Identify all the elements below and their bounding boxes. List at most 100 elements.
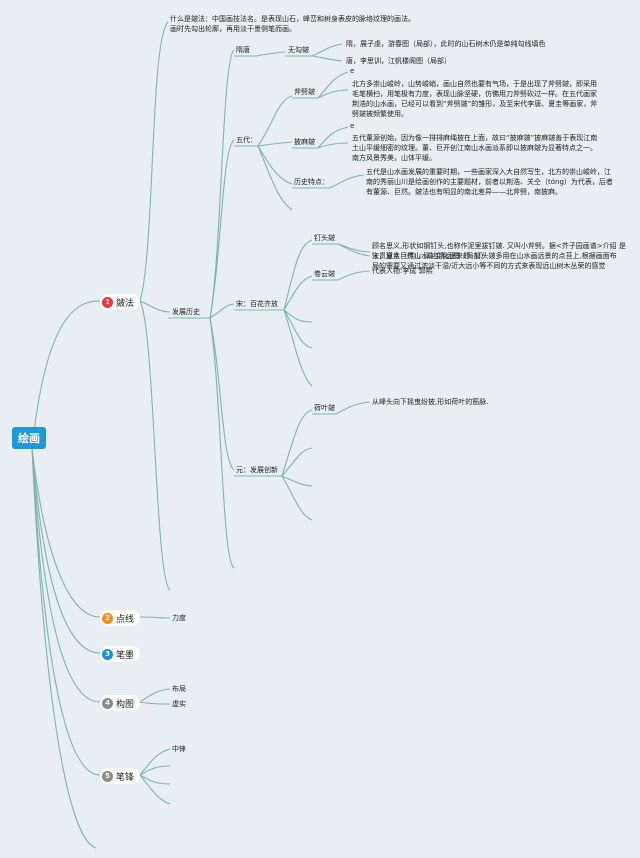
topic-label: 笔锋 (116, 772, 135, 783)
text-line: 顾名思义,形状如钢钉头,也称作泥里拔钉皴. 又叫小斧劈。据<芥子园画谱>介绍 是 (372, 242, 626, 250)
text-line: 毛笔横扫，用笔极有力度，表现山脉坚硬，仿佛用刀斧劈砍过一样。在五代画家 (352, 90, 597, 98)
juanyun-label[interactable]: 卷云皴 (314, 270, 335, 278)
suitang-label[interactable]: 隋唐 (236, 46, 250, 54)
xiagui-note: 宋，夏圭（传），溪山清远图（局部） (372, 252, 488, 260)
connector-root-empty (31, 447, 97, 849)
connector-cunfa-intro (139, 21, 169, 302)
connector-root-dianxian (31, 447, 101, 618)
text-line: 五代是山水画发展的重要时期，一些画家深入大自然写生，北方的崇山峻岭，江 (366, 168, 611, 176)
connector-cunfa-empty (139, 300, 171, 591)
connector-pima-e (317, 126, 349, 149)
hist-feat-label[interactable]: 历史特点： (294, 178, 329, 186)
connector-song-empty1 (283, 309, 313, 323)
pima-text: 五代董源创始，因为像一排排麻绳披在上面，故曰“披麻皴”披麻皴善于表现江南 土山平… (352, 133, 597, 163)
wugou-label[interactable]: 无勾皴 (288, 46, 309, 54)
dingtou-text: 顾名思义,形状如钢钉头,也称作泥里拔钉皴. 又叫小斧劈。据<芥子园画谱>介绍 是… (372, 241, 626, 271)
number-badge: 5 (102, 770, 113, 782)
text-line: 劈皴被频繁使用。 (352, 110, 408, 118)
lidu-label[interactable]: 力度 (172, 614, 186, 622)
text-line: 荆浩的山水画，已经可以看到“斧劈皴”的雏形，及至宋代李唐、夏圭等画家，斧 (352, 100, 598, 108)
connector-suitang-wugou (255, 51, 286, 57)
connector-history-suitang (209, 49, 235, 319)
connector-bifeng-empty2 (139, 774, 171, 785)
connector-dingtou-xiagui (337, 243, 371, 257)
connector-song-empty3 (283, 309, 313, 387)
number-badge: 1 (102, 296, 113, 308)
connector-bifeng-zhong (139, 748, 171, 776)
connector-bifeng-empty1 (139, 765, 171, 776)
text-line: 南的秀丽山川是绘画创作的主要题材，前者以荆浩、关仝（tóng）为代表，后者 (366, 178, 613, 186)
heye-text: 从峰头向下摇曳纷披,形如荷叶的筋脉. (372, 398, 489, 406)
connector-juanyun-text (337, 270, 371, 281)
topic-cunfa[interactable]: 1 皴法 (100, 294, 141, 310)
intro-line: 什么是皴法：中国画技法名。是表现山石，峰峦和树身表皮的脉络纹理的画法。 (170, 15, 415, 23)
topic-bifeng[interactable]: 5 笔锋 (100, 768, 141, 784)
xushi-label[interactable]: 虚实 (172, 700, 186, 708)
connector-wugou-sui (311, 43, 343, 57)
text-line: 江贯道从巨然山水中变化出来的. 钉头皴多用在山水画远景的点苔上,根据画面布 (372, 252, 617, 260)
wudai-label[interactable]: 五代： (236, 136, 257, 144)
connector-fupi-text (317, 89, 349, 99)
text-line: 五代董源创始，因为像一排排麻绳披在上面，故曰“披麻皴”披麻皴善于表现江南 (352, 134, 598, 142)
connector-dingtou-text (337, 243, 371, 253)
heye-label[interactable]: 荷叶皴 (314, 404, 335, 412)
intro-line: 画时先勾出轮廓，再用淡干墨侧笔而画。 (170, 25, 296, 33)
history-label[interactable]: 发展历史 (172, 308, 200, 316)
connector-bifeng-empty3 (139, 774, 171, 805)
text-line: 北方多崇山峻岭，山势峻峭，画山自然也要有气场，于是出现了斧劈皴，即采用 (352, 80, 597, 88)
connector-wudai-pima (257, 141, 293, 147)
connector-history-song (209, 303, 235, 319)
connector-song-dingtou (283, 239, 313, 311)
hist-feat-text: 五代是山水画发展的重要时期，一些画家深入大自然写生，北方的崇山峻岭，江 南的秀丽… (366, 167, 613, 197)
fupi-label[interactable]: 斧劈皴 (294, 88, 315, 96)
number-badge: 4 (102, 697, 113, 709)
connector-song-empty2 (283, 309, 313, 349)
connector-song-juanyun (283, 275, 313, 311)
connector-wudai-hist (257, 145, 293, 185)
fupi-text: 北方多崇山峻岭，山势峻峭，画山自然也要有气场，于是出现了斧劈皴，即采用 毛笔横扫… (352, 79, 597, 119)
connector-fupi-e (317, 71, 349, 99)
connector-root-goutu (31, 447, 101, 703)
cunfa-intro: 什么是皴法：中国画技法名。是表现山石，峰峦和树身表皮的脉络纹理的画法。 画时先勾… (170, 14, 415, 34)
topic-label: 构图 (116, 699, 135, 710)
topic-label: 点线 (116, 614, 135, 625)
topic-label: 皴法 (116, 298, 135, 309)
connector-dianxian-lidu (139, 616, 171, 619)
text-line: 局的需要又通过浓淡干湿/近大远小等不同的方式来表现远山树木丛荣的感觉 (372, 262, 606, 270)
connector-yuan-empty3 (281, 475, 313, 521)
song-label[interactable]: 宋：百花齐放 (236, 300, 278, 308)
fupi-e: e (350, 67, 355, 75)
connector-yuan-heye (281, 409, 313, 477)
topic-bimo[interactable]: 3 笔墨 (100, 646, 141, 662)
connector-wudai-empty (257, 145, 293, 211)
pima-e: e (350, 122, 355, 130)
pima-label[interactable]: 披麻皴 (294, 138, 315, 146)
number-badge: 2 (102, 612, 113, 624)
connector-cunfa-history (139, 300, 171, 313)
buju-label[interactable]: 布局 (172, 685, 186, 693)
tang-note: 唐，李思训，江帆楼阁图（局部） (346, 57, 451, 65)
topic-dianxian[interactable]: 2 点线 (100, 610, 141, 626)
connector-history-wudai (209, 139, 235, 319)
connector-yuan-empty2 (281, 475, 313, 487)
connector-history-empty (209, 317, 235, 569)
connector-pima-text (317, 142, 349, 149)
juanyun-text: 代表人物:李成 郭熙 (372, 267, 433, 275)
connector-wudai-fupi (257, 95, 293, 147)
text-line: 有董源、巨然。皴法也有明显的南北差异——北斧劈，南披麻。 (366, 188, 562, 196)
root-node[interactable]: 绘画 (12, 427, 46, 449)
sui-note: 隋，展子虔，游春图（局部），此时的山石树木仍是单纯勾线填色 (346, 40, 546, 48)
connector-root-bimo (31, 447, 101, 654)
dingtou-label[interactable]: 钉头皴 (314, 234, 335, 242)
connector-root-cunfa (31, 300, 101, 449)
yuan-label[interactable]: 元：发展创新 (236, 466, 278, 474)
text-line: 南方风景秀美，山体平缓。 (352, 154, 436, 162)
connector-root-bifeng (31, 447, 101, 776)
connector-wugou-tang (311, 55, 343, 62)
number-badge: 3 (102, 648, 113, 660)
connector-goutu-xu (139, 701, 171, 705)
topic-goutu[interactable]: 4 构图 (100, 695, 141, 711)
connector-yuan-empty1 (281, 447, 313, 477)
zhongfeng-label[interactable]: 中锋 (172, 745, 186, 753)
